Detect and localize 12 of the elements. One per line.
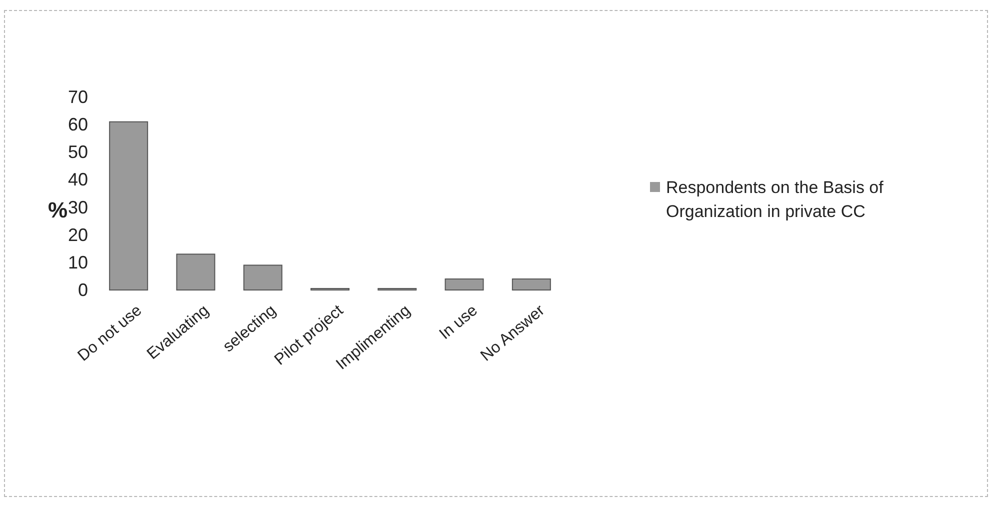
tick-label: 30 xyxy=(68,197,88,218)
category-label: In use xyxy=(436,302,481,344)
category-label: Do not use xyxy=(74,302,146,365)
tick-label: 20 xyxy=(68,224,88,245)
tick-label: 60 xyxy=(68,114,88,135)
tick-label: 50 xyxy=(68,142,88,162)
tick-label: 0 xyxy=(78,280,88,300)
tick-label: 70 xyxy=(68,87,88,107)
tick-label: 10 xyxy=(68,252,88,272)
tick-label: 40 xyxy=(68,170,88,190)
axis-title: % xyxy=(48,198,68,222)
legend-label: Respondents on the Basis of Organization in private CC xyxy=(666,177,884,223)
